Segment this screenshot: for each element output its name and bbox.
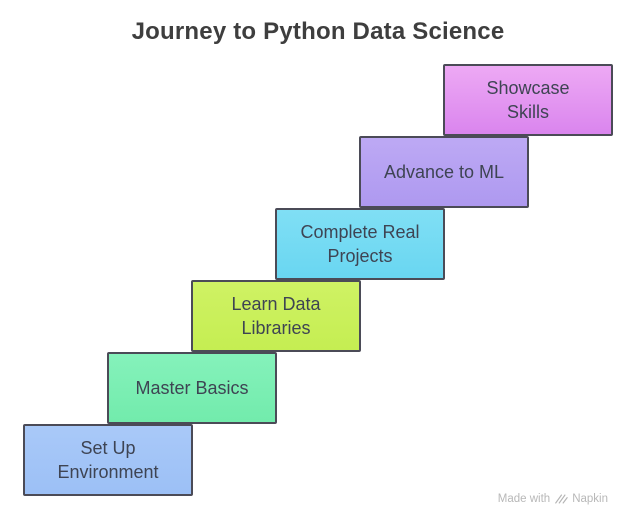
step-box-advance-to-ml: Advance to ML [359, 136, 529, 208]
diagram-title: Journey to Python Data Science [131, 18, 505, 45]
step-label-line: Libraries [241, 318, 311, 338]
napkin-logo-icon [554, 493, 568, 505]
step-label-line: Set Up [80, 438, 136, 458]
step-box-set-up-environment: Set Up Environment [23, 424, 193, 496]
step-box-complete-real-projects: Complete Real Projects [275, 208, 445, 280]
step-label-line: Learn Data [231, 294, 321, 314]
step-label-line: Environment [57, 462, 159, 482]
step-box-master-basics: Master Basics [107, 352, 277, 424]
step-label-line: Projects [327, 246, 393, 266]
step-label-line: Skills [506, 102, 549, 122]
step-label-line: Master Basics [135, 378, 249, 398]
watermark-brand: Napkin [572, 493, 608, 505]
step-label-line: Advance to ML [383, 162, 505, 182]
step-box-learn-data-libraries: Learn Data Libraries [191, 280, 361, 352]
step-box-showcase-skills: Showcase Skills [443, 64, 613, 136]
step-label-line: Showcase [486, 78, 570, 98]
watermark-prefix: Made with [497, 493, 551, 505]
step-label-line: Complete Real [300, 222, 420, 242]
watermark: Made with Napkin [498, 493, 608, 505]
